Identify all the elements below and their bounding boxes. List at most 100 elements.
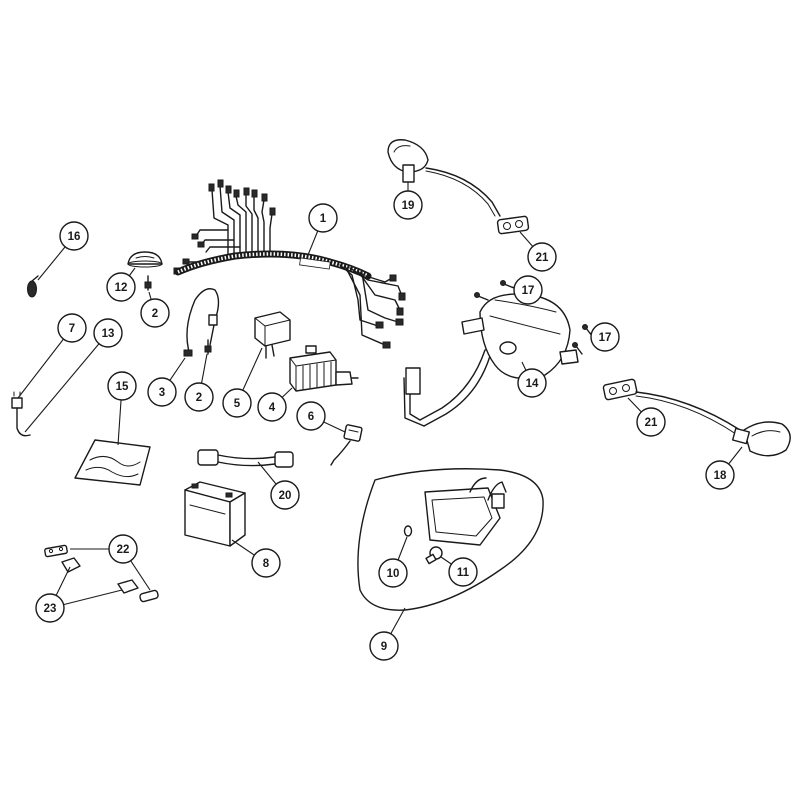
callout-number: 16 <box>68 231 81 243</box>
part-15-sheet <box>74 439 151 486</box>
callout-circle <box>527 242 557 272</box>
part-turn-signal-top <box>387 139 501 217</box>
part-20-strap <box>197 449 294 468</box>
part-2-screw-upper <box>144 275 152 291</box>
callout-number: 18 <box>714 470 727 482</box>
part-10-bulb-small <box>403 525 413 537</box>
callout-number: 20 <box>279 490 292 502</box>
callout-number: 23 <box>44 603 57 615</box>
callout-number: 1 <box>320 213 327 225</box>
part-22-23-brackets <box>44 544 159 603</box>
callout-number: 9 <box>381 641 387 653</box>
callout-18: 18 <box>705 446 743 490</box>
part-3-wire-loop <box>183 288 220 357</box>
part-4-relay <box>289 345 359 392</box>
callout-19: 19 <box>393 182 423 220</box>
part-8-battery <box>184 481 246 547</box>
callout-number: 4 <box>269 402 276 414</box>
callout-21-top: 21 <box>519 231 557 272</box>
callout-22: 22 <box>70 534 151 591</box>
callout-1: 1 <box>307 203 338 256</box>
callout-17-top: 17 <box>511 275 543 305</box>
part-7-13-connector <box>11 391 31 437</box>
callout-number: 17 <box>522 285 535 297</box>
callout-number: 6 <box>308 411 314 423</box>
callout-number: 10 <box>387 568 400 580</box>
part-2-screw-lower <box>204 339 212 355</box>
callout-5: 5 <box>222 347 263 418</box>
callout-circle <box>222 388 252 418</box>
callout-number: 13 <box>102 328 115 340</box>
part-16-bulb <box>27 275 39 298</box>
callout-circle <box>251 548 281 578</box>
callout-6: 6 <box>296 401 346 433</box>
part-mounting-plate-top <box>496 215 530 235</box>
callout-number: 14 <box>526 378 539 390</box>
part-5-module <box>254 311 291 359</box>
callout-circle <box>257 392 287 422</box>
callout-circle <box>107 371 137 401</box>
callout-7: 7 <box>17 313 87 399</box>
callout-circle <box>108 534 138 564</box>
part-9-headlight-group <box>357 468 544 611</box>
callout-circle <box>57 313 87 343</box>
callout-circle <box>296 401 326 431</box>
part-mounting-plate-right <box>602 378 638 401</box>
callout-circle <box>513 275 543 305</box>
callout-circle <box>378 558 408 588</box>
callout-15: 15 <box>107 371 137 446</box>
callout-number: 7 <box>69 323 75 335</box>
callout-17-right: 17 <box>589 322 620 352</box>
callout-number: 19 <box>402 200 415 212</box>
callout-circle <box>448 557 478 587</box>
callout-circle <box>636 407 666 437</box>
callout-number: 3 <box>159 387 165 399</box>
callout-circle <box>308 203 338 233</box>
part-17-screws <box>474 280 593 355</box>
part-18-turn-signal-right <box>635 391 791 457</box>
callout-number: 15 <box>116 381 129 393</box>
leader-line <box>17 327 73 399</box>
callout-12: 12 <box>106 267 136 302</box>
callout-13: 13 <box>24 318 123 433</box>
callout-14: 14 <box>517 361 547 398</box>
callout-number: 5 <box>234 398 241 410</box>
callout-circle <box>705 460 735 490</box>
callout-9: 9 <box>369 607 406 661</box>
callout-circle <box>106 272 136 302</box>
callout-circle <box>59 221 89 251</box>
callout-circle <box>590 322 620 352</box>
callout-2-lower: 2 <box>184 353 214 412</box>
callout-number: 21 <box>645 417 658 429</box>
callout-circle <box>93 318 123 348</box>
part-14-headlight-housing <box>403 293 579 427</box>
part-6-connector <box>330 424 363 466</box>
leader-line <box>24 332 109 433</box>
callout-number: 2 <box>196 392 202 404</box>
callout-11: 11 <box>440 556 478 587</box>
callout-number: 12 <box>115 282 128 294</box>
callout-number: 11 <box>457 567 470 579</box>
callout-circle <box>184 382 214 412</box>
part-11-bulb <box>425 546 443 565</box>
callout-number: 8 <box>263 558 270 570</box>
callout-10: 10 <box>378 536 408 588</box>
callout-3: 3 <box>147 357 186 407</box>
callout-circle <box>147 377 177 407</box>
callout-4: 4 <box>257 387 293 422</box>
callout-23: 23 <box>35 566 123 623</box>
callout-circle <box>517 368 547 398</box>
callout-circle <box>35 593 65 623</box>
callout-number: 2 <box>152 308 158 320</box>
callout-circle <box>369 631 399 661</box>
callout-circle <box>393 190 423 220</box>
callout-circle <box>140 298 170 328</box>
callout-number: 17 <box>599 332 612 344</box>
callout-8: 8 <box>231 539 281 578</box>
callout-number: 22 <box>117 544 130 556</box>
callout-16: 16 <box>37 221 89 281</box>
part-12-dome <box>127 251 163 268</box>
callout-2-upper: 2 <box>140 291 170 328</box>
part-wiring-harness <box>173 179 406 349</box>
